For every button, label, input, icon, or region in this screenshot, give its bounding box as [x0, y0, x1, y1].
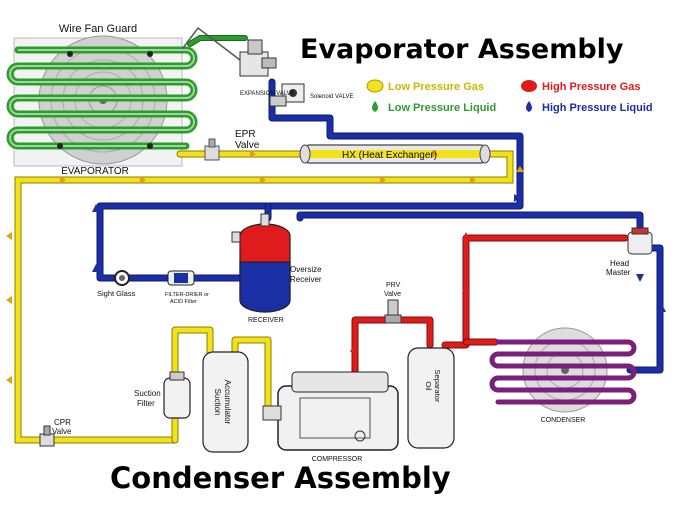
wire-fan-guard-label: Wire Fan Guard — [59, 23, 137, 35]
expansion-valve-label: EXPANSION VALVE — [240, 91, 295, 97]
suction-filter-label-2: Filter — [137, 399, 155, 408]
legend-low-pressure-gas: Low Pressure Gas — [366, 79, 484, 93]
suction-accumulator-label-1: Suction — [213, 389, 222, 416]
oil-separator — [407, 347, 455, 449]
suction-filter-label-1: Suction — [134, 389, 161, 398]
suction-filter — [163, 371, 191, 419]
filter-drier-label-2: ACID Filter — [170, 299, 197, 305]
legend-low-pressure-gas-label: Low Pressure Gas — [388, 81, 484, 93]
oil-separator-label-1: Oil — [424, 381, 433, 391]
prv-valve — [384, 299, 402, 324]
cpr-valve — [39, 425, 55, 447]
oversize-receiver-label-1: Oversize — [290, 265, 322, 274]
suction-accumulator — [202, 351, 249, 453]
filter-drier — [167, 270, 195, 286]
legend-high-pressure-liquid: High Pressure Liquid — [526, 101, 653, 114]
epr-valve — [204, 138, 220, 161]
head-master-label-1: Head — [610, 259, 629, 268]
legend: Low Pressure Gas Low Pressure Liquid Hig… — [366, 79, 653, 114]
condenser-label: CONDENSER — [541, 417, 586, 424]
epr-valve-label-1: EPR — [235, 129, 256, 140]
prv-valve-label-1: PRV — [386, 282, 401, 289]
cpr-valve-label-2: Valve — [52, 427, 72, 436]
evaporator-coil — [6, 35, 198, 167]
solenoid-valve — [269, 83, 305, 107]
expansion-valve — [239, 39, 277, 77]
filter-drier-label-1: FILTER-DRIER or — [165, 292, 209, 298]
condenser-assembly-title: Condenser Assembly — [110, 461, 451, 495]
solenoid-valve-label: Solenoid VALVE — [310, 94, 353, 100]
compressor-label: COMPRESSOR — [312, 456, 363, 463]
legend-high-pressure-gas-label: High Pressure Gas — [542, 81, 640, 93]
receiver-label: RECEIVER — [248, 317, 284, 324]
oil-separator-label-2: Separator — [433, 370, 442, 403]
legend-low-pressure-liquid-label: Low Pressure Liquid — [388, 102, 496, 114]
head-master-label-2: Master — [606, 268, 631, 277]
oversize-receiver-label-2: Receiver — [290, 275, 322, 284]
cpr-valve-label-1: CPR — [54, 418, 71, 427]
suction-accumulator-label-2: Accumulator — [223, 380, 232, 425]
sight-glass-label: Sight Glass — [97, 289, 136, 298]
sight-glass — [114, 270, 130, 286]
compressor — [262, 371, 399, 451]
head-master-valve — [627, 227, 653, 255]
heat-exchanger — [299, 144, 491, 164]
heat-exchanger-label: HX (Heat Exchanger) — [342, 150, 437, 161]
receiver-tank — [231, 213, 291, 313]
prv-valve-label-2: Valve — [384, 291, 401, 298]
legend-high-pressure-gas: High Pressure Gas — [521, 80, 640, 93]
legend-low-pressure-liquid: Low Pressure Liquid — [372, 101, 496, 114]
epr-valve-label-2: Valve — [235, 140, 260, 151]
evaporator-label: EVAPORATOR — [61, 166, 129, 177]
legend-high-pressure-liquid-label: High Pressure Liquid — [542, 102, 653, 114]
evaporator-assembly-title: Evaporator Assembly — [300, 34, 624, 65]
condenser-coil — [489, 327, 637, 413]
